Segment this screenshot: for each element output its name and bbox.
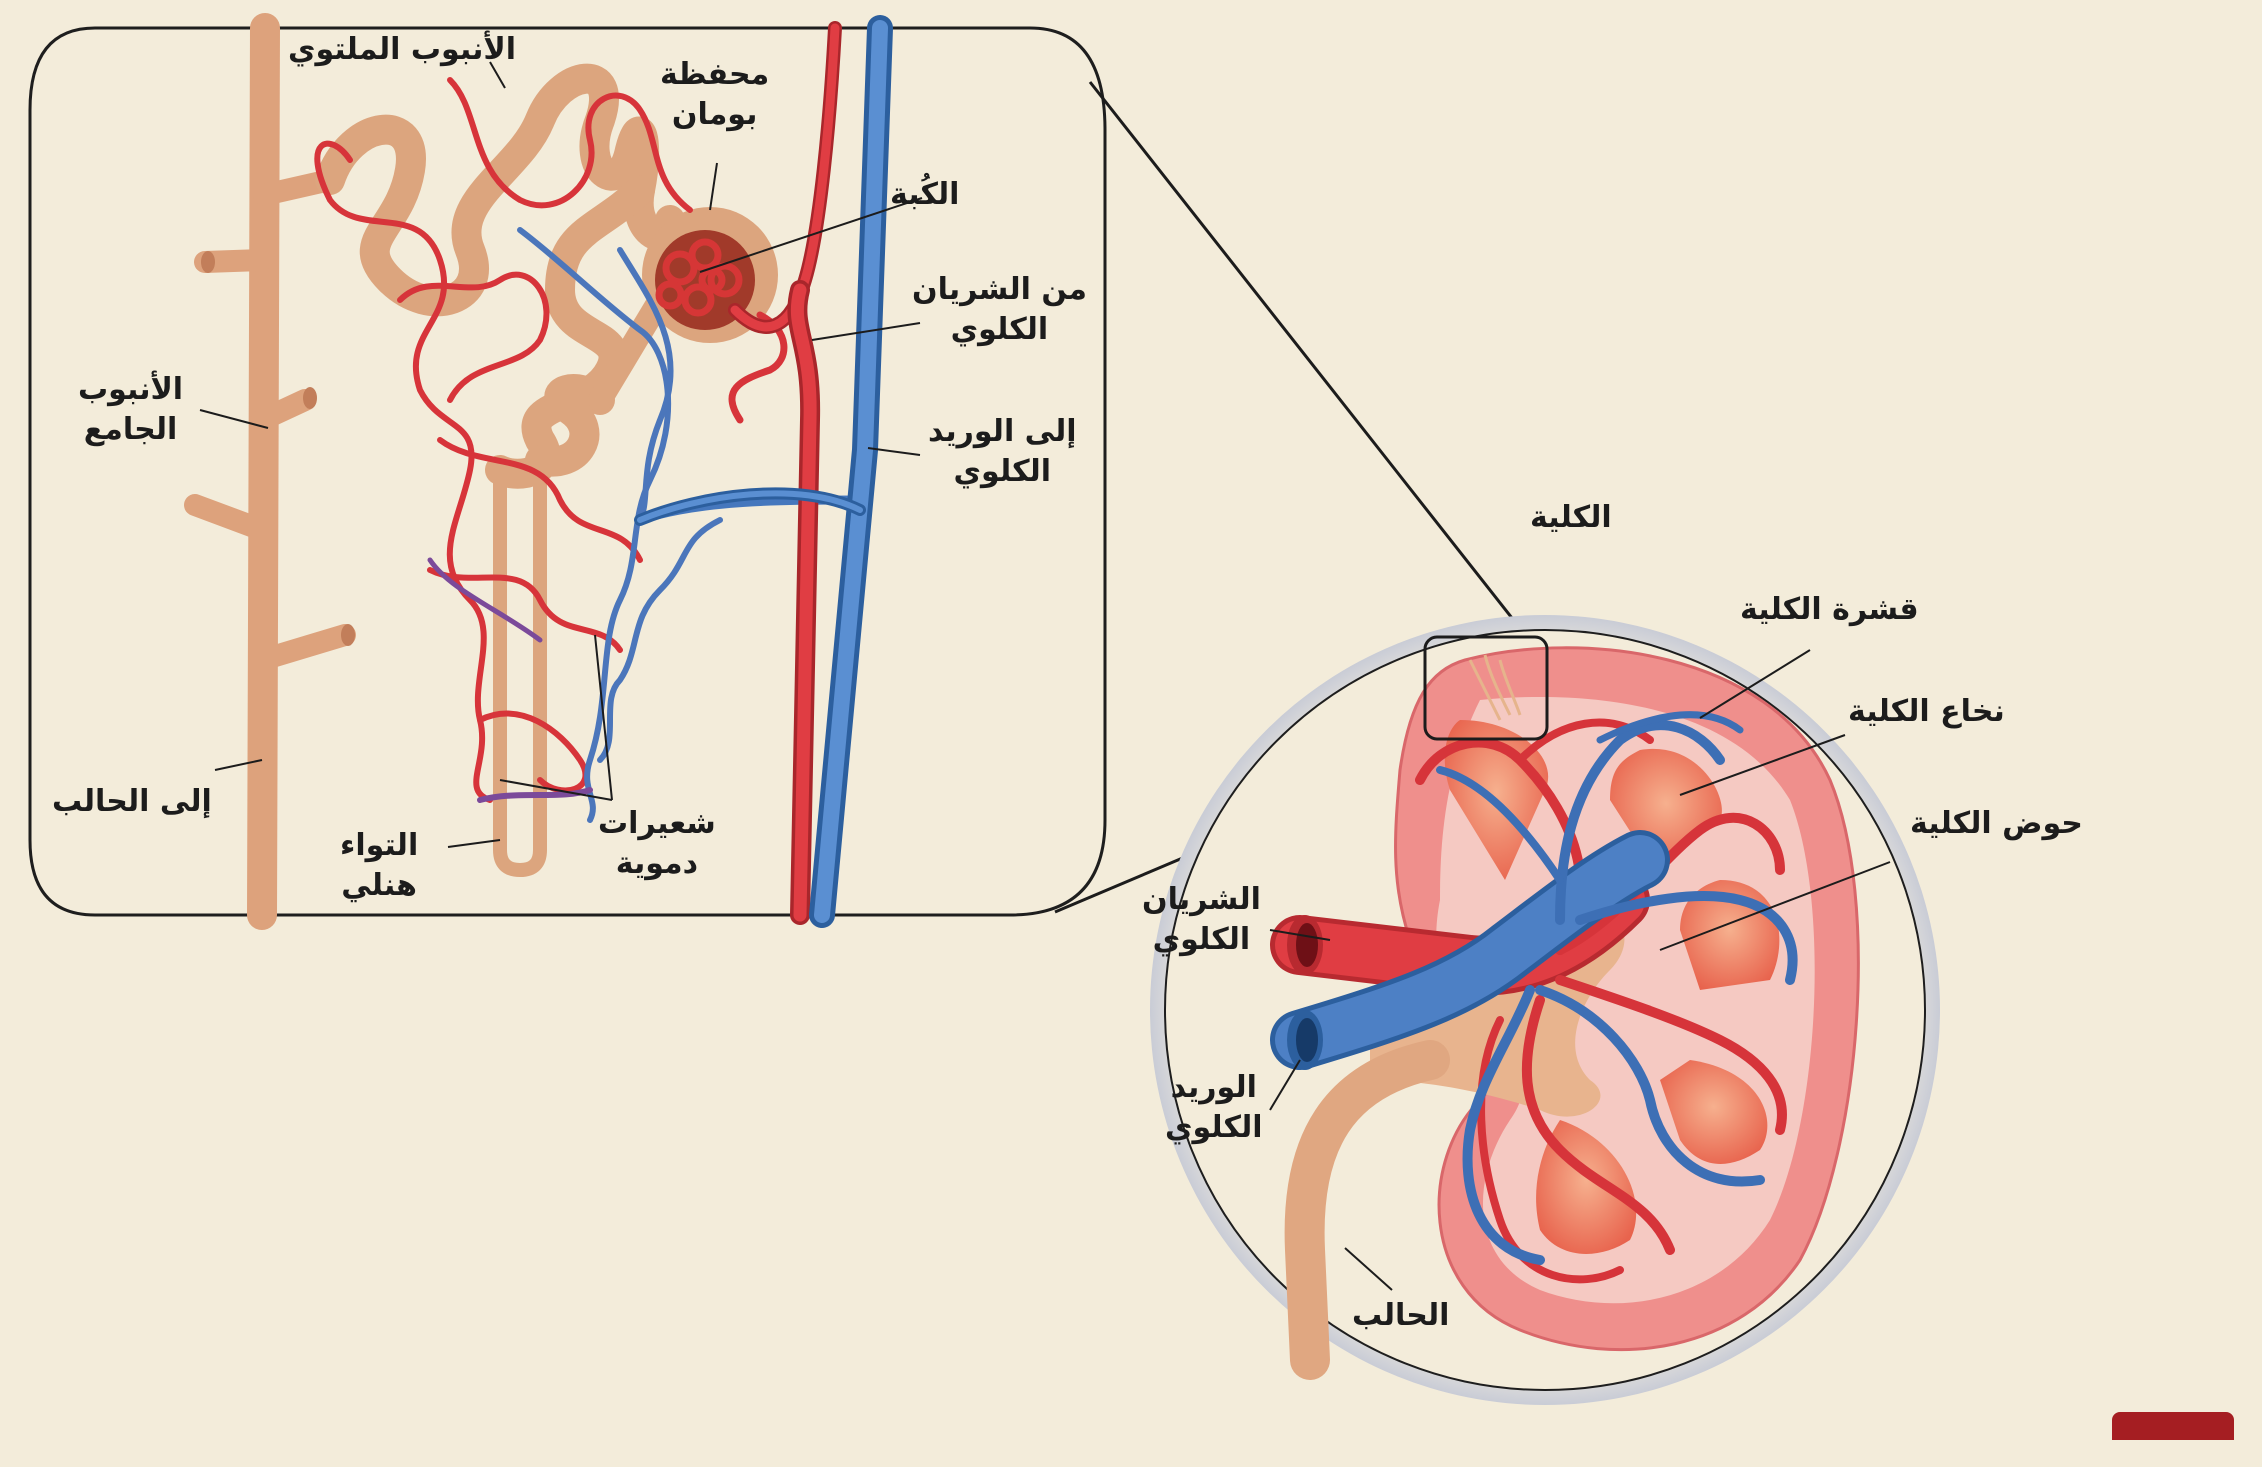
label-text: الكلوي [953,454,1052,489]
label-capillaries: شعيرات دموية [598,804,716,884]
label-text: حوض الكلية [1910,806,2083,841]
label-text: من الشريان [912,272,1087,307]
renal-artery-branch [728,21,842,925]
kidney-leader-lines [1269,649,1891,1291]
label-text: الكلوي [1152,922,1251,957]
label-text: التواء [340,828,419,863]
nephron-leader-lines [199,61,923,848]
label-text: الأنبوب [78,372,184,407]
label-text: الوريد [1170,1070,1257,1105]
label-to-ureter: إلى الحالب [52,782,212,822]
label-renal-pelvis: حوض الكلية [1910,804,2083,844]
convoluted-tubule [315,63,702,877]
label-renal-artery: الشريان الكلوي [1142,880,1261,960]
label-text: إلى الوريد [928,414,1077,449]
renal-artery-lumen [1296,923,1318,967]
label-text: الكلية [1530,500,1612,535]
renal-vein-branch [634,15,893,928]
label-text: الكُبة [890,177,960,212]
label-from-renal-artery: من الشريان الكلوي [912,270,1087,350]
label-text: بومان [671,97,758,132]
label-text: الشريان [1142,882,1261,917]
label-text: نخاع الكلية [1848,694,2005,729]
nephron-highlight-box [1423,635,1549,741]
label-text: محفظة [660,57,770,92]
duct-opening [201,251,215,273]
label-collecting-duct: الأنبوب الجامع [78,370,183,450]
duct-opening [303,387,317,409]
renal-vein-lumen [1296,1018,1318,1062]
label-text: الحالب [1352,1298,1450,1333]
glomerulus [655,238,743,317]
label-renal-vein: الوريد الكلوي [1165,1068,1263,1148]
label-text: إلى الحالب [52,784,212,819]
label-ureter: الحالب [1352,1296,1449,1336]
label-bowman-capsule: محفظة بومان [660,55,769,135]
nephron-panel [28,13,1547,930]
label-loop-of-henle: التواء هنلي [340,826,418,906]
kidney-inset [1150,615,1940,1405]
label-kidney: الكلية [1530,498,1612,538]
label-text: هنلي [341,868,417,903]
label-glomerulus: الكُبة [890,175,959,215]
label-text: الكلوي [950,312,1049,347]
label-to-renal-vein: إلى الوريد الكلوي [928,412,1077,492]
page-corner-badge [2112,1412,2234,1440]
duct-opening [341,624,355,646]
label-renal-medulla: نخاع الكلية [1848,692,2005,732]
kidney-vein-network [1270,711,1798,1265]
ureter [1284,1040,1450,1380]
label-text: قشرة الكلية [1740,592,1919,627]
label-text: الكلوي [1165,1110,1263,1145]
label-text: الجامع [83,412,178,447]
label-convoluted-tubule: الأنبوب الملتوي [288,30,516,70]
label-text: شعيرات [598,806,716,841]
tiny-nephron [1468,654,1522,721]
label-renal-cortex: قشرة الكلية [1740,590,1919,630]
label-text: دموية [615,846,699,881]
zoom-line-top [1088,81,1547,661]
label-text: الأنبوب الملتوي [288,32,516,67]
